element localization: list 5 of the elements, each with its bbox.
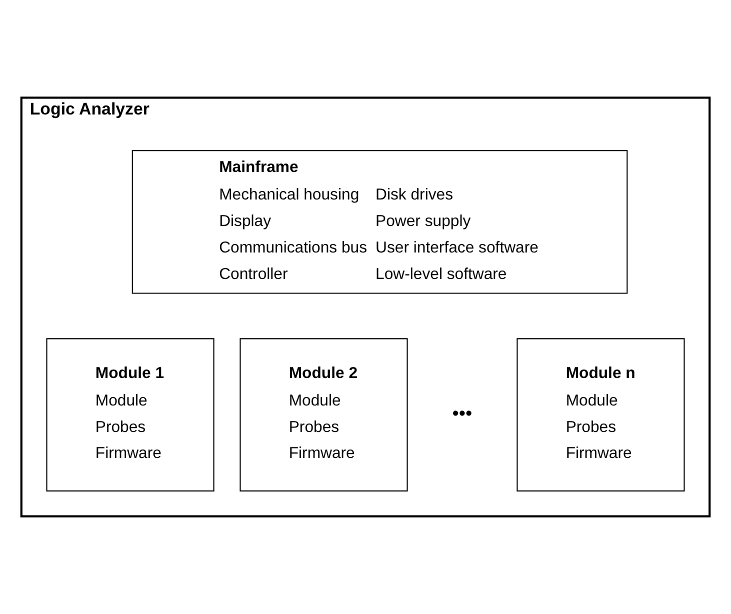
node-box: Mainframe Mechanical housing Disk drives Display Power supply Communications bus User interface software Controller Low-level software bbox=[132, 150, 628, 294]
label: ••• bbox=[452, 403, 472, 424]
node-box: Module 1 Module Probes Firmware bbox=[46, 338, 214, 492]
node-box: Module n Module Probes Firmware bbox=[516, 338, 685, 492]
node-box: Module 2 Module Probes Firmware bbox=[240, 338, 408, 492]
